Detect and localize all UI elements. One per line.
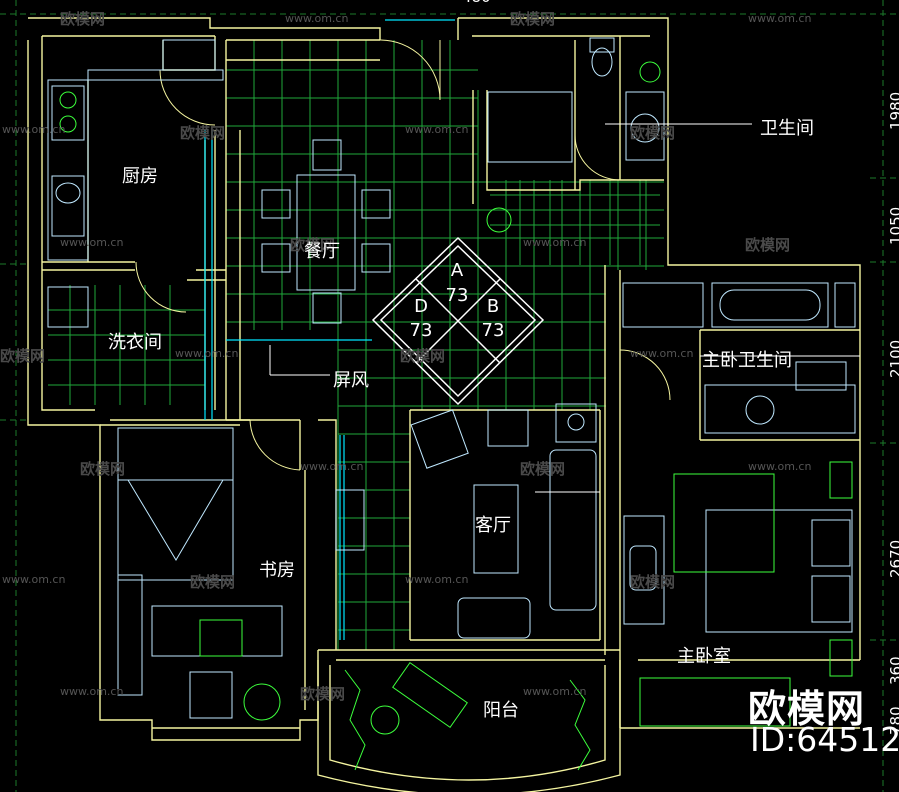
area-tag-a-value: 73 (445, 285, 469, 306)
dimension-right-4: 2670 (887, 539, 899, 578)
area-tag-b-letter: B (486, 296, 500, 317)
area-tag-a-letter: A (450, 260, 464, 281)
area-tag-diamond (371, 236, 545, 406)
room-label-laundry: 洗衣间 (108, 332, 162, 353)
dimension-right-2: 1050 (887, 206, 899, 245)
watermark-url: www.om.cn (748, 12, 812, 25)
watermark-brand: 欧模网 (290, 236, 336, 254)
master-bath-fixtures (622, 282, 856, 434)
leader-lines (269, 123, 860, 493)
room-label-dining: 餐厅 (304, 241, 340, 262)
dimension-right-3: 2100 (887, 339, 899, 378)
bedroom-furniture (623, 461, 853, 727)
watermark-url: www.om.cn (2, 573, 66, 586)
living-room-furniture (335, 403, 597, 639)
watermark-brand: 欧模网 (180, 124, 226, 142)
room-label-living: 客厅 (475, 515, 511, 536)
area-tag-b-value: 73 (481, 320, 505, 341)
watermark-brand: 欧模网 (60, 10, 106, 28)
watermark-url: www.om.cn (60, 685, 124, 698)
dimension-right-5: 360 (887, 656, 899, 685)
watermark-url: www.om.cn (523, 685, 587, 698)
room-label-master-bath: 主卧卫生间 (702, 350, 792, 371)
watermark-url: www.om.cn (405, 573, 469, 586)
watermark-brand: 欧模网 (400, 347, 446, 365)
watermark-brand-large: 欧模网 (748, 687, 866, 731)
partitions (204, 19, 455, 640)
watermark-url: www.om.cn (2, 123, 66, 136)
watermark-url: www.om.cn (523, 236, 587, 249)
room-label-bathroom: 卫生间 (760, 118, 814, 139)
study-furniture (117, 427, 283, 719)
watermark-brand: 欧模网 (0, 347, 46, 365)
watermark-url: www.om.cn (285, 12, 349, 25)
dimension-right-1: 1980 (887, 91, 899, 130)
watermark-url: www.om.cn (175, 347, 239, 360)
watermark-url: www.om.cn (405, 123, 469, 136)
watermark-url: www.om.cn (748, 460, 812, 473)
watermark-brand: 欧模网 (630, 124, 676, 142)
watermark-brand: 欧模网 (520, 460, 566, 478)
floor-tile-grid (48, 40, 664, 650)
watermark-url: www.om.cn (630, 347, 694, 360)
watermark-brand: 欧模网 (630, 573, 676, 591)
area-tag-d-letter: D (414, 296, 428, 317)
dining-set (261, 139, 391, 324)
kitchen-fixtures (47, 39, 224, 328)
room-label-screen: 屏风 (333, 370, 369, 391)
bathroom-fixtures (487, 37, 665, 163)
room-label-master-bedroom: 主卧室 (677, 646, 731, 667)
watermark-url: www.om.cn (60, 236, 124, 249)
watermark-brand: 欧模网 (510, 10, 556, 28)
watermark-brand: 欧模网 (80, 460, 126, 478)
watermark-id: ID:645126 (750, 720, 899, 759)
dimension-top: 480 (462, 0, 491, 6)
plants (243, 207, 591, 771)
room-label-balcony: 阳台 (483, 700, 519, 721)
watermark-brand: 欧模网 (745, 236, 791, 254)
room-label-study: 书房 (259, 560, 295, 581)
room-label-kitchen: 厨房 (122, 166, 158, 187)
watermark-brand: 欧模网 (300, 685, 346, 703)
area-tag-d-value: 73 (409, 320, 433, 341)
watermark-brand: 欧模网 (190, 573, 236, 591)
watermark-url: www.om.cn (300, 460, 364, 473)
